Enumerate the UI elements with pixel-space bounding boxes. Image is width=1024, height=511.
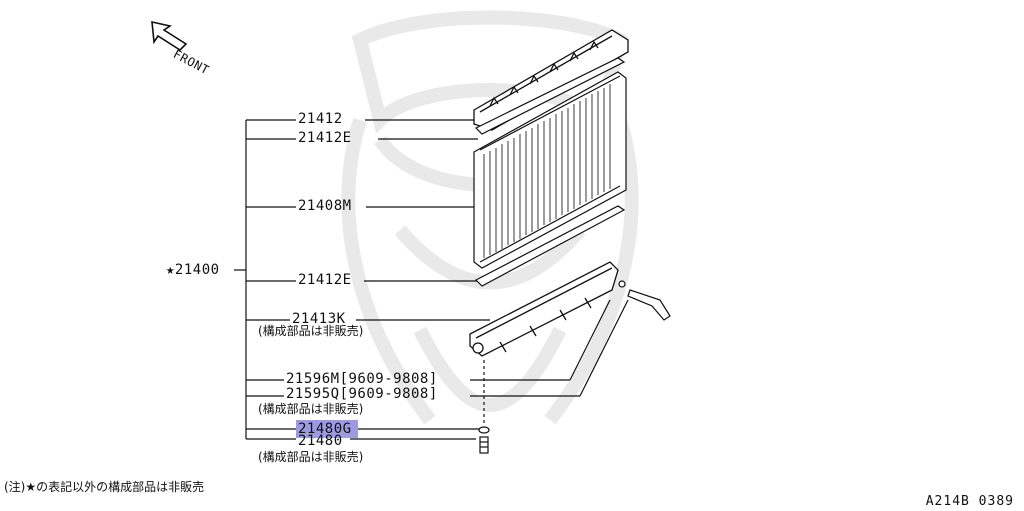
drain-plug <box>618 280 671 321</box>
front-arrow-icon <box>151 20 188 52</box>
upper-seal <box>474 57 626 135</box>
watermark-emblem <box>341 10 639 425</box>
part-note-21413k: (構成部品は非販売) <box>258 324 364 338</box>
part-label-21480[interactable]: 21480 <box>298 433 343 449</box>
footnote: (注)★の表記以外の構成部品は非販売 <box>4 480 205 494</box>
part-label-21412e-bottom[interactable]: 21412E <box>298 272 352 288</box>
part-note-21480: (構成部品は非販売) <box>258 450 364 464</box>
part-label-21400[interactable]: ★21400 <box>166 262 220 278</box>
part-label-21412[interactable]: 21412 <box>298 111 343 127</box>
lower-seal <box>474 205 626 287</box>
part-label-21408m[interactable]: 21408M <box>298 198 352 214</box>
selection-highlight <box>296 420 358 438</box>
part-note-21595q: (構成部品は非販売) <box>258 402 364 416</box>
part-label-21413k[interactable]: 21413K <box>292 311 346 327</box>
part-label-21412e-top[interactable]: 21412E <box>298 130 352 146</box>
part-label-21596m[interactable]: 21596M[9609-9808] <box>286 371 438 387</box>
core-fins <box>483 84 611 258</box>
leader-lines <box>234 119 629 440</box>
upper-tank <box>473 29 629 131</box>
part-label-21595q[interactable]: 21595Q[9609-9808] <box>286 386 438 402</box>
part-label-21480g[interactable]: 21480G <box>298 421 352 437</box>
bolt <box>478 426 490 454</box>
diagram-reference: A214B 0389 <box>925 494 1014 509</box>
lower-tank <box>469 261 619 357</box>
